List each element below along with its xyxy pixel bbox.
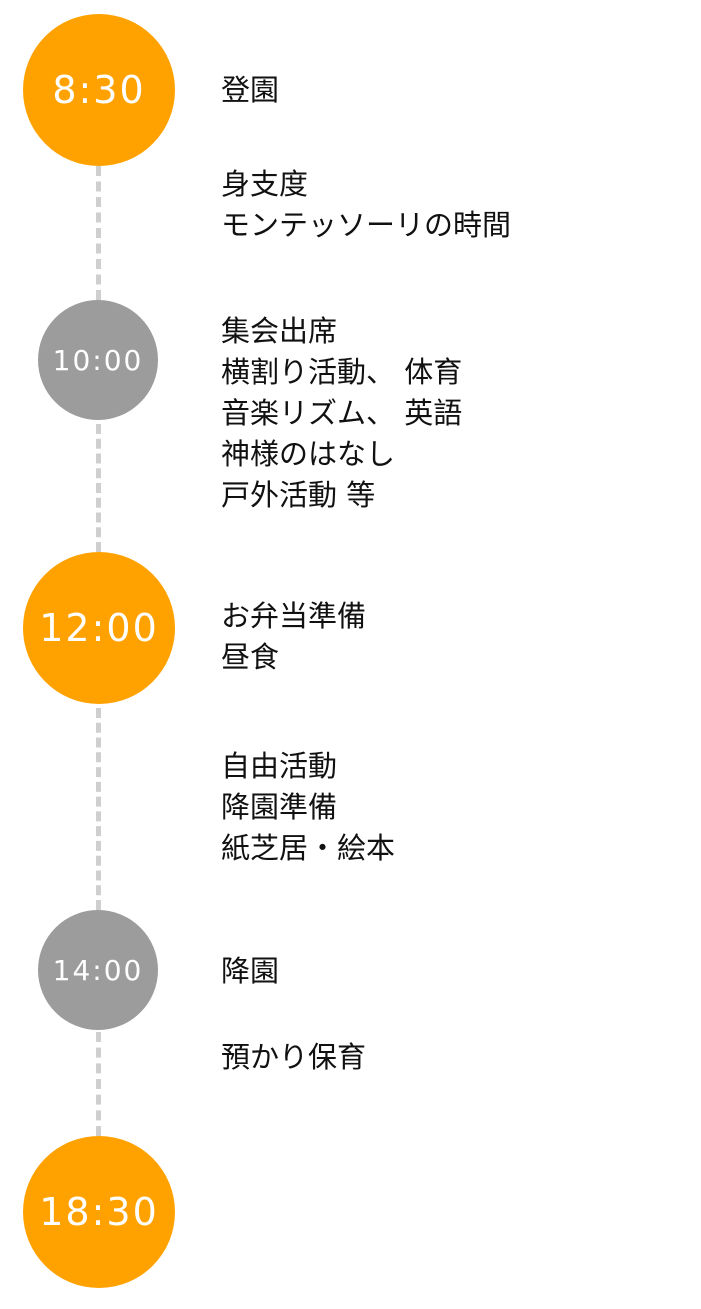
activity-line: 自由活動 — [221, 749, 338, 783]
activity-arrival: 登園 — [221, 70, 279, 111]
time-marker-1000: 10:00 — [38, 300, 158, 420]
activity-line: 昼食 — [221, 640, 280, 674]
activity-line: 神様のはなし — [221, 437, 396, 471]
activity-afternoon: 自由活動 降園準備 紙芝居・絵本 — [221, 746, 395, 869]
time-marker-0830: 8:30 — [23, 14, 175, 166]
activity-line: お弁当準備 — [221, 599, 367, 633]
timeline-connector — [96, 424, 101, 552]
activity-line: 預かり保育 — [221, 1040, 367, 1074]
activity-extended-care: 預かり保育 — [221, 1037, 366, 1078]
time-label: 18:30 — [39, 1190, 159, 1234]
activity-line: 紙芝居・絵本 — [221, 831, 396, 865]
activity-line: 身支度 — [221, 167, 309, 201]
time-marker-1830: 18:30 — [23, 1136, 175, 1288]
activity-assembly: 集会出席 横割り活動、 体育 音楽リズム、 英語 神様のはなし 戸外活動 等 — [221, 311, 462, 516]
activity-morning: 身支度 モンテッソーリの時間 — [221, 164, 511, 246]
activity-line: 降園 — [221, 954, 280, 988]
time-label: 14:00 — [52, 953, 144, 987]
activity-lunch: お弁当準備 昼食 — [221, 596, 366, 678]
time-label: 10:00 — [52, 343, 144, 377]
activity-line: 降園準備 — [221, 790, 338, 824]
activity-line: 戸外活動 等 — [221, 478, 376, 512]
time-label: 8:30 — [52, 68, 146, 112]
timeline-connector — [96, 708, 101, 910]
timeline-connector — [96, 166, 101, 300]
activity-line: 音楽リズム、 英語 — [221, 396, 463, 430]
activity-line: 登園 — [221, 73, 280, 107]
activity-line: 横割り活動、 体育 — [221, 355, 463, 389]
activity-line: モンテッソーリの時間 — [221, 208, 512, 242]
time-marker-1400: 14:00 — [38, 910, 158, 1030]
activity-departure: 降園 — [221, 951, 279, 992]
timeline-connector — [96, 1032, 101, 1136]
activity-line: 集会出席 — [221, 314, 338, 348]
time-marker-1200: 12:00 — [23, 552, 175, 704]
time-label: 12:00 — [39, 606, 159, 650]
